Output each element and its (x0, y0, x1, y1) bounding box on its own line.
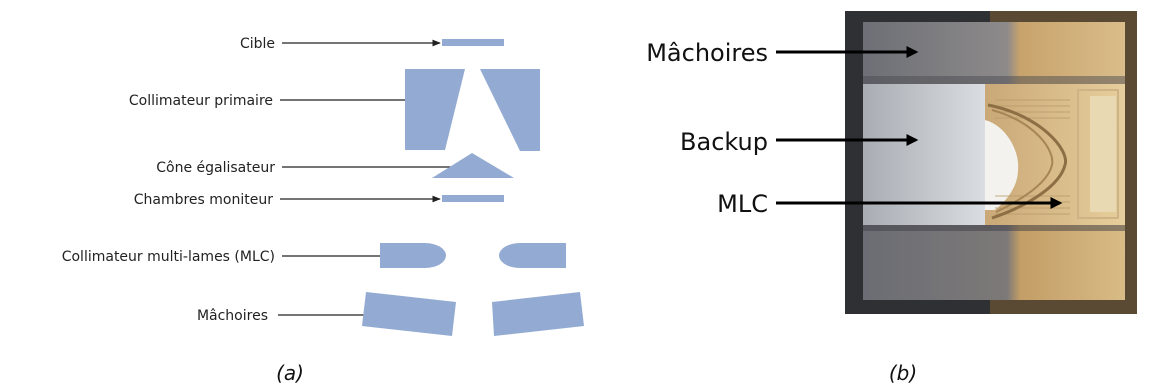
label-collimateur-primaire: Collimateur primaire (129, 93, 273, 109)
jaw-right (492, 292, 584, 336)
label-cible: Cible (240, 36, 275, 52)
primary-collimator-left (405, 69, 465, 150)
primary-collimator-right (480, 69, 540, 151)
collimator-photo (845, 11, 1137, 314)
caption-b: (b) (889, 361, 917, 385)
label-mlc-photo: MLC (717, 190, 768, 218)
caption-a: (a) (276, 361, 304, 385)
label-chambres-moniteur: Chambres moniteur (134, 192, 273, 208)
label-cone-egalisateur: Cône égalisateur (156, 160, 275, 176)
linac-head-schematic: Cible Collimateur primaire Cône égalisat… (62, 36, 584, 385)
mlc-leaf-right (499, 243, 566, 268)
label-mlc: Collimateur multi-lames (MLC) (62, 249, 275, 265)
label-backup: Backup (680, 128, 768, 156)
target-shape (442, 39, 504, 46)
label-machoires-photo: Mâchoires (646, 39, 768, 67)
jaw-left (362, 292, 456, 336)
label-machoires: Mâchoires (197, 308, 268, 324)
monitor-chamber-shape (442, 195, 504, 202)
flattening-filter-shape (432, 153, 514, 178)
collimator-photo-panel: Mâchoires Backup MLC (b) (646, 11, 1137, 385)
mlc-leaf-left (380, 243, 447, 268)
